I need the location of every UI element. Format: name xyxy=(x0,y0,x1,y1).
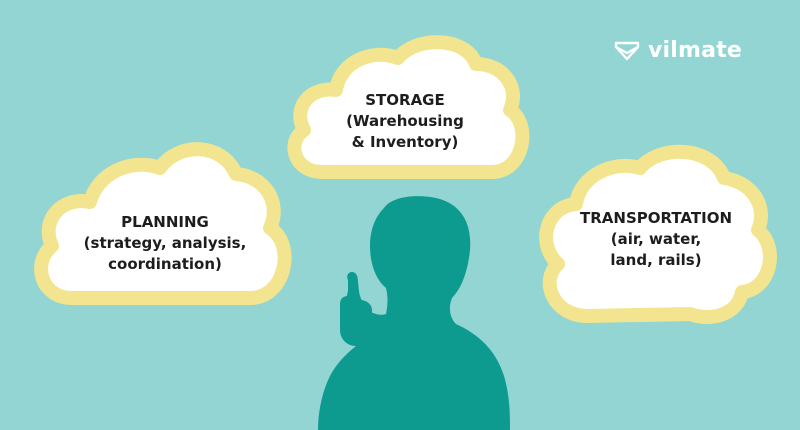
storage-cloud xyxy=(287,35,530,179)
planning-line2: coordination) xyxy=(108,255,222,273)
brand-name: vilmate xyxy=(648,38,743,63)
envelope-logo-icon xyxy=(614,41,640,60)
person-silhouette xyxy=(318,196,510,430)
storage-line2: & Inventory) xyxy=(351,133,459,151)
planning-title: PLANNING xyxy=(121,213,209,231)
storage-line1: (Warehousing xyxy=(346,112,464,130)
planning-label: PLANNING (strategy, analysis, coordinati… xyxy=(78,212,252,275)
brand-logo: vilmate xyxy=(614,38,742,63)
transportation-line2: land, rails) xyxy=(610,251,702,269)
transportation-line1: (air, water, xyxy=(610,230,702,248)
storage-title: STORAGE xyxy=(365,91,445,109)
storage-label: STORAGE (Warehousing & Inventory) xyxy=(330,90,480,153)
transportation-title: TRANSPORTATION xyxy=(580,209,732,227)
planning-cloud xyxy=(34,142,292,305)
planning-line1: (strategy, analysis, xyxy=(83,234,247,252)
transportation-cloud xyxy=(539,144,777,324)
transportation-label: TRANSPORTATION (air, water, land, rails) xyxy=(570,208,742,271)
